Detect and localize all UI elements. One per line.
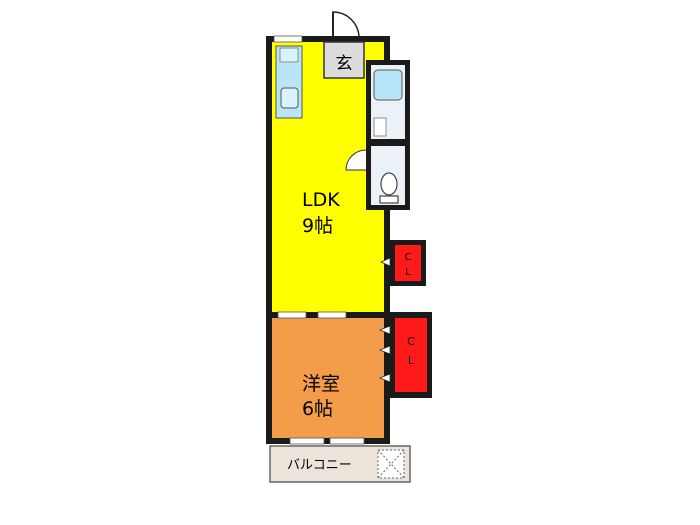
closet-lower-label-c: C (407, 335, 415, 348)
western-name: 洋室 (302, 373, 340, 395)
closet-upper: C L (380, 240, 426, 286)
entrance-area: 玄 (323, 41, 365, 79)
entrance-label: 玄 (336, 54, 353, 74)
balcony: バルコニー (269, 445, 411, 483)
closet-upper-label-l: L (405, 267, 411, 278)
western-size: 6帖 (302, 398, 333, 420)
western-room (272, 318, 384, 438)
ldk-size: 9帖 (302, 215, 333, 237)
entrance-door-swing (332, 11, 360, 39)
bathroom (371, 65, 405, 139)
toilet-icon (380, 172, 398, 196)
balcony-label: バルコニー (287, 458, 352, 473)
toilet-door-swing (345, 149, 367, 171)
closet-upper-label-c: C (405, 252, 412, 263)
kitchen-counter (275, 45, 303, 119)
windows (273, 35, 365, 445)
ldk-name: LDK (302, 189, 340, 211)
closet-lower: C L (378, 312, 432, 398)
toilet-room (371, 146, 405, 205)
closet-lower-label-l: L (408, 354, 415, 367)
